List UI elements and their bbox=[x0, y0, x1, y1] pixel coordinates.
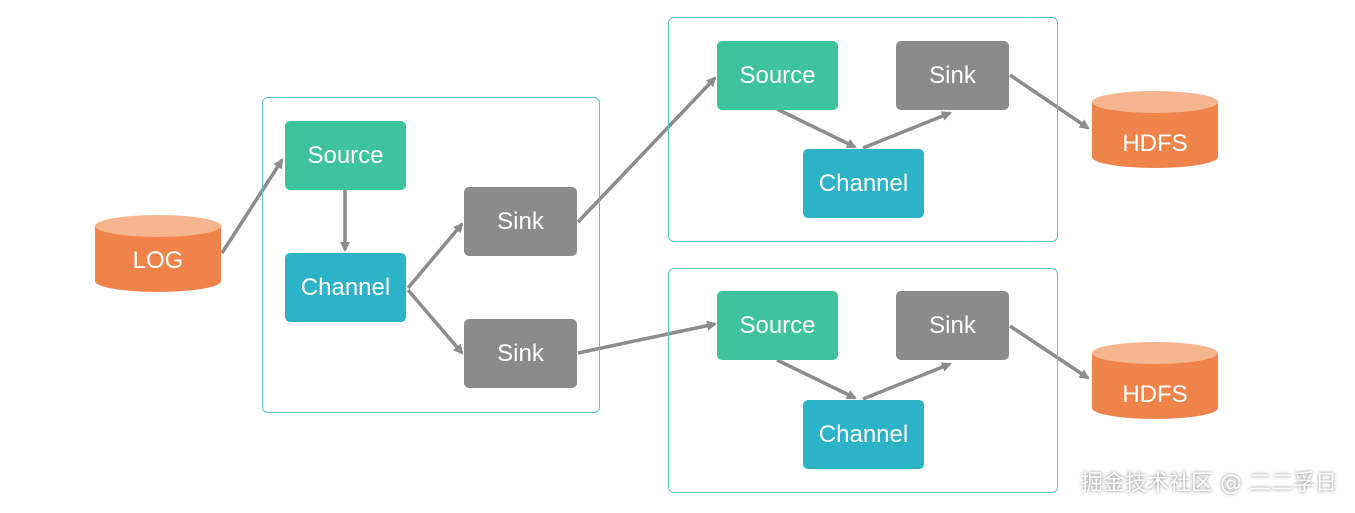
edge-agent2-sink-to-hdfs bbox=[1009, 73, 1090, 130]
database-icon bbox=[1092, 342, 1218, 419]
agent-1-sink-2: Sink bbox=[464, 319, 577, 388]
edge-sink-2-to-agent3-source bbox=[577, 320, 717, 355]
edge-agent2-source-to-channel bbox=[776, 107, 857, 149]
database-icon bbox=[1092, 91, 1218, 168]
agent-1-channel: Channel bbox=[285, 253, 406, 322]
agent-1-sink-1: Sink bbox=[464, 187, 577, 256]
edge-agent3-channel-to-sink bbox=[862, 362, 952, 401]
agent-2-frame bbox=[668, 17, 1058, 242]
edge-agent3-source-to-channel bbox=[776, 358, 857, 400]
agent-2-channel: Channel bbox=[803, 149, 924, 218]
edge-channel-to-sink-1 bbox=[406, 222, 464, 290]
edge-agent3-sink-to-hdfs bbox=[1009, 324, 1090, 380]
agent-3-frame bbox=[668, 268, 1058, 493]
edge-agent2-channel-to-sink bbox=[862, 111, 952, 150]
edge-sink-1-to-agent2-source bbox=[576, 76, 717, 224]
database-icon bbox=[95, 215, 221, 292]
watermark: 掘金技术社区 @ 二二孚日 bbox=[1081, 471, 1337, 496]
hdfs-label-2: HDFS bbox=[1122, 381, 1188, 408]
edge-log-to-source bbox=[220, 158, 284, 254]
hdfs-storage-2: HDFS bbox=[1091, 341, 1219, 421]
agent-2-sink: Sink bbox=[896, 41, 1009, 110]
log-label: LOG bbox=[132, 247, 184, 274]
agent-3-source: Source bbox=[717, 291, 838, 360]
agent-1-source: Source bbox=[285, 121, 406, 190]
agent-3-channel: Channel bbox=[803, 400, 924, 469]
agent-2-source: Source bbox=[717, 41, 838, 110]
agent-3-sink: Sink bbox=[896, 291, 1009, 360]
log-storage: LOG bbox=[94, 214, 222, 294]
agent-1-frame bbox=[262, 97, 600, 413]
hdfs-storage-1: HDFS bbox=[1091, 90, 1219, 170]
edge-channel-to-sink-2 bbox=[406, 288, 464, 355]
hdfs-label-1: HDFS bbox=[1122, 130, 1188, 157]
